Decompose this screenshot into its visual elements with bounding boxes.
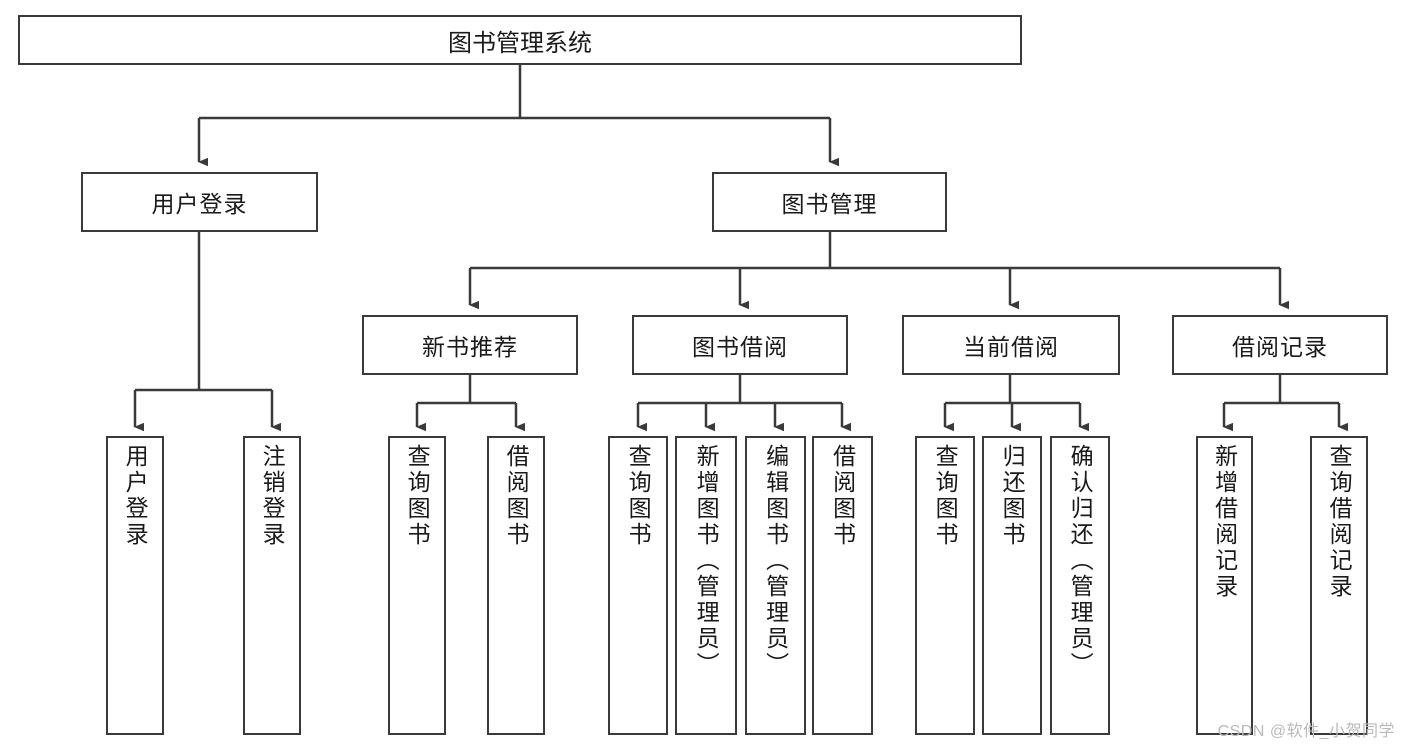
edges-borrow-to-leaves <box>636 375 851 432</box>
node-label: 注销登录 <box>259 444 286 548</box>
leaf-query-book-current[interactable]: 查询图书 <box>915 436 975 735</box>
edges-newbook-to-leaves <box>415 375 525 432</box>
node-new-book-recommend[interactable]: 新书推荐 <box>362 315 578 375</box>
node-label: 编辑图书（管理员） <box>762 444 789 678</box>
node-label: 查询图书 <box>932 444 959 548</box>
node-label: 新增图书（管理员） <box>693 444 720 678</box>
node-label: 用户登录 <box>122 444 149 548</box>
leaf-user-login[interactable]: 用户登录 <box>106 436 164 735</box>
node-label: 图书借阅 <box>692 334 788 360</box>
edges-current-to-leaves <box>943 375 1089 432</box>
node-label: 图书管理 <box>781 191 878 217</box>
node-label: 查询图书 <box>625 444 652 548</box>
node-label: 借阅记录 <box>1232 334 1328 360</box>
node-user-login[interactable]: 用户登录 <box>81 172 318 232</box>
watermark-text: CSDN @软件_小贺同学 <box>1217 723 1395 740</box>
leaf-add-borrow-record[interactable]: 新增借阅记录 <box>1196 436 1253 735</box>
node-label: 借阅图书 <box>503 444 530 548</box>
node-label: 查询图书 <box>404 444 431 548</box>
node-label: 查询借阅记录 <box>1326 444 1353 600</box>
leaf-query-borrow-record[interactable]: 查询借阅记录 <box>1310 436 1368 735</box>
edges-bookmgmt-to-level3 <box>468 232 1289 310</box>
leaf-query-book-borrow[interactable]: 查询图书 <box>608 436 668 735</box>
leaf-add-book-admin[interactable]: 新增图书（管理员） <box>675 436 737 735</box>
node-label: 用户登录 <box>151 191 248 217</box>
leaf-query-book-recommend[interactable]: 查询图书 <box>388 436 446 735</box>
node-label: 新增借阅记录 <box>1211 444 1238 600</box>
leaf-confirm-return-admin[interactable]: 确认归还（管理员） <box>1050 436 1110 735</box>
leaf-borrow-book[interactable]: 借阅图书 <box>812 436 873 735</box>
node-label: 归还图书 <box>999 444 1026 548</box>
node-book-management[interactable]: 图书管理 <box>712 172 947 232</box>
node-borrow-record[interactable]: 借阅记录 <box>1172 315 1388 375</box>
node-label: 借阅图书 <box>829 444 856 548</box>
edges-record-to-leaves <box>1222 375 1348 432</box>
edges-userlogin-to-leaves <box>133 232 281 432</box>
node-label: 当前借阅 <box>963 334 1059 360</box>
node-current-borrow[interactable]: 当前借阅 <box>902 315 1120 375</box>
leaf-borrow-book-recommend[interactable]: 借阅图书 <box>487 436 545 735</box>
leaf-edit-book-admin[interactable]: 编辑图书（管理员） <box>745 436 806 735</box>
node-root-system[interactable]: 图书管理系统 <box>18 15 1022 65</box>
node-label: 新书推荐 <box>422 334 518 360</box>
node-book-borrow[interactable]: 图书借阅 <box>632 315 848 375</box>
edges-root-to-level2 <box>197 65 839 167</box>
leaf-logout[interactable]: 注销登录 <box>243 436 301 735</box>
node-label: 确认归还（管理员） <box>1067 444 1094 678</box>
leaf-return-book[interactable]: 归还图书 <box>982 436 1042 735</box>
node-label: 图书管理系统 <box>448 29 592 57</box>
